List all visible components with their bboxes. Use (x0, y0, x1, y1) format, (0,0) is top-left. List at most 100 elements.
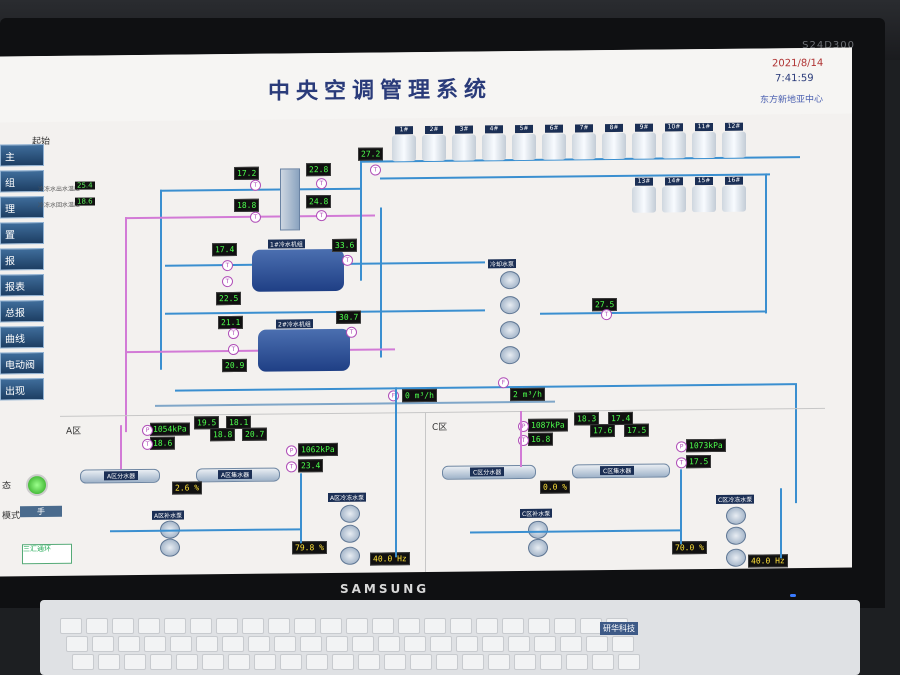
keyboard-key[interactable] (294, 618, 316, 634)
keyboard-key[interactable] (138, 618, 160, 634)
keyboard-key[interactable] (580, 618, 602, 634)
keyboard-key[interactable] (612, 636, 634, 652)
power-led-icon[interactable] (790, 594, 796, 597)
keyboard-key[interactable] (144, 636, 166, 652)
cooling-tower[interactable]: 10# (662, 123, 686, 159)
cooling-tower[interactable]: 12# (722, 122, 746, 159)
nav-button-6[interactable]: 报表 (0, 274, 44, 297)
keyboard-key[interactable] (280, 654, 302, 670)
keyboard-key[interactable] (586, 636, 608, 652)
zone-c-chw-pump-2[interactable] (726, 526, 746, 545)
keyboard-key[interactable] (66, 636, 88, 652)
keyboard-key[interactable] (618, 654, 640, 670)
keyboard-key[interactable] (202, 654, 224, 670)
status-led-icon[interactable] (26, 473, 48, 497)
keyboard-key[interactable] (242, 618, 264, 634)
cooling-tower[interactable]: 9# (632, 123, 656, 160)
keyboard-key[interactable] (384, 654, 406, 670)
keyboard-key[interactable] (320, 618, 342, 634)
zone-a-makeup-pump-2[interactable] (160, 538, 180, 557)
zone-a-chw-pump-1[interactable] (340, 504, 360, 523)
keyboard-key[interactable] (482, 636, 504, 652)
keyboard-key[interactable] (150, 654, 172, 670)
nav-button-9[interactable]: 电动阀 (0, 352, 44, 375)
keyboard-key[interactable] (540, 654, 562, 670)
nav-button-1[interactable]: 主 (0, 144, 44, 167)
keyboard-key[interactable] (352, 636, 374, 652)
keyboard-key[interactable] (248, 636, 270, 652)
mode-toggle[interactable]: 手 (20, 505, 62, 518)
cooling-tower[interactable]: 11# (692, 122, 716, 159)
keyboard-key[interactable] (98, 654, 120, 670)
keyboard-key[interactable] (300, 636, 322, 652)
keyboard-key[interactable] (502, 618, 524, 634)
keyboard-key[interactable] (306, 654, 328, 670)
zone-c-chw-pump-3[interactable] (726, 548, 746, 567)
keyboard-key[interactable] (216, 618, 238, 634)
zone-c-chw-pump-1[interactable] (726, 506, 746, 525)
keyboard-key[interactable] (196, 636, 218, 652)
keyboard-key[interactable] (222, 636, 244, 652)
keyboard-key[interactable] (528, 618, 550, 634)
keyboard-key[interactable] (404, 636, 426, 652)
keyboard-key[interactable] (92, 636, 114, 652)
keyboard-key[interactable] (346, 618, 368, 634)
keyboard-key[interactable] (118, 636, 140, 652)
cooling-pump-1[interactable] (500, 271, 520, 290)
keyboard-key[interactable] (326, 636, 348, 652)
keyboard-key[interactable] (462, 654, 484, 670)
cooling-tower[interactable]: 13# (632, 177, 656, 214)
nav-button-8[interactable]: 曲线 (0, 326, 44, 349)
keyboard-key[interactable] (378, 636, 400, 652)
keyboard-key[interactable] (268, 618, 290, 634)
cooling-tower[interactable]: 15# (692, 176, 716, 213)
cooling-pump-4[interactable] (500, 346, 520, 365)
chiller-2[interactable] (258, 328, 350, 372)
keyboard-key[interactable] (112, 618, 134, 634)
keyboard-key[interactable] (450, 618, 472, 634)
cooling-tower[interactable]: 4# (482, 125, 506, 161)
keyboard-key[interactable] (398, 618, 420, 634)
keyboard-key[interactable] (430, 636, 452, 652)
nav-button-7[interactable]: 总报 (0, 300, 44, 323)
keyboard-key[interactable] (124, 654, 146, 670)
keyboard-key[interactable] (476, 618, 498, 634)
keyboard-key[interactable] (436, 654, 458, 670)
keyboard-key[interactable] (228, 654, 250, 670)
zone-a-chw-pump-2[interactable] (340, 524, 360, 543)
keyboard-key[interactable] (508, 636, 530, 652)
cooling-tower[interactable]: 6# (542, 124, 566, 161)
keyboard-key[interactable] (456, 636, 478, 652)
cooling-tower[interactable]: 16# (722, 176, 746, 213)
cooling-tower[interactable]: 5# (512, 124, 536, 161)
cooling-tower[interactable]: 14# (662, 177, 686, 213)
keyboard-key[interactable] (254, 654, 276, 670)
zone-c-makeup-pump-2[interactable] (528, 538, 548, 557)
keyboard-key[interactable] (424, 618, 446, 634)
nav-button-10[interactable]: 出现 (0, 378, 44, 401)
keyboard-key[interactable] (86, 618, 108, 634)
cooling-tower[interactable]: 3# (452, 125, 476, 161)
keyboard-key[interactable] (534, 636, 556, 652)
keyboard-key[interactable] (410, 654, 432, 670)
keyboard-key[interactable] (358, 654, 380, 670)
keyboard-key[interactable] (72, 654, 94, 670)
keyboard-key[interactable] (592, 654, 614, 670)
keyboard-key[interactable] (554, 618, 576, 634)
keyboard-key[interactable] (60, 618, 82, 634)
keyboard-key[interactable] (560, 636, 582, 652)
keyboard-key[interactable] (488, 654, 510, 670)
cooling-tower[interactable]: 2# (422, 125, 446, 162)
keyboard-key[interactable] (170, 636, 192, 652)
cooling-pump-2[interactable] (500, 296, 520, 315)
chiller-1[interactable] (252, 248, 344, 292)
nav-button-4[interactable]: 置 (0, 222, 44, 245)
keyboard-key[interactable] (164, 618, 186, 634)
cooling-pump-3[interactable] (500, 321, 520, 340)
keyboard-key[interactable] (566, 654, 588, 670)
keyboard-key[interactable] (514, 654, 536, 670)
keyboard-key[interactable] (176, 654, 198, 670)
cooling-tower[interactable]: 1# (392, 126, 416, 162)
zone-a-chw-pump-3[interactable] (340, 546, 360, 565)
keyboard-key[interactable] (190, 618, 212, 634)
